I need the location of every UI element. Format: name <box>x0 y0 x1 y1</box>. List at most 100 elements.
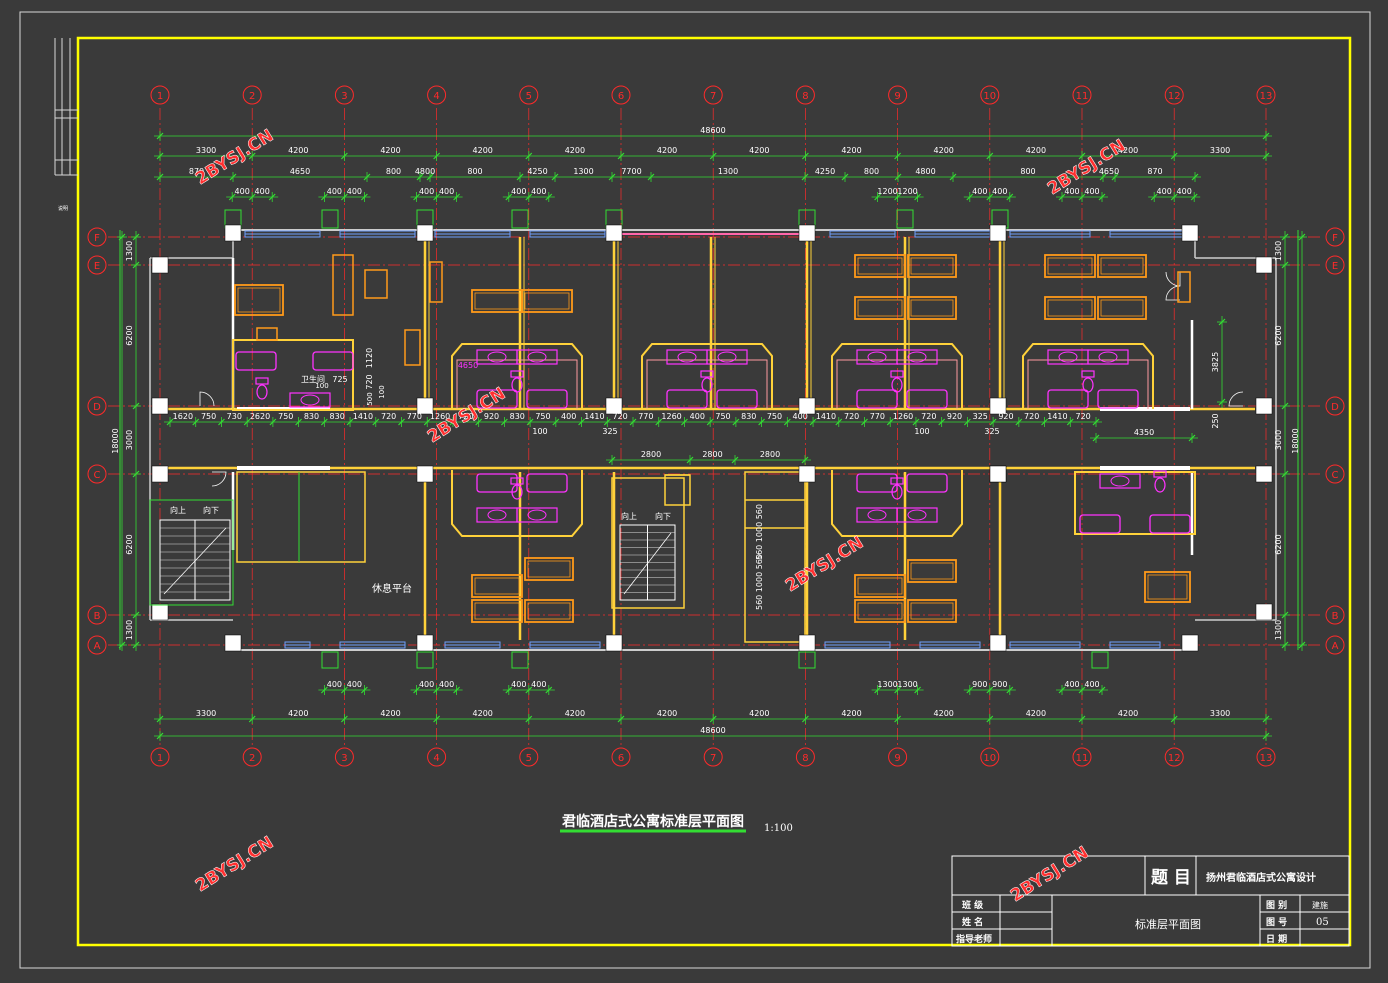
wardrobe <box>332 254 354 316</box>
corridor-dims-label: 1410 <box>1047 412 1067 421</box>
drawing-scale: 1:100 <box>764 823 793 834</box>
toilet <box>256 384 268 400</box>
sink <box>1098 351 1118 363</box>
sink <box>300 394 320 406</box>
axis-bubble <box>1256 85 1276 105</box>
axis-label-col: 5 <box>526 91 532 102</box>
inner-stair-dims-slash <box>801 456 809 464</box>
top-bays-slash <box>617 152 625 160</box>
corridor-dims-slash <box>1015 418 1023 426</box>
top-bays-label: 4200 <box>1026 146 1046 155</box>
top-small-slash <box>1078 193 1086 201</box>
column <box>798 465 816 483</box>
toilet <box>1153 470 1167 478</box>
bottom-bays-label: 4200 <box>473 709 493 718</box>
sink <box>896 349 938 365</box>
label-elevator-dims-b: 560 1000 560 <box>755 504 764 560</box>
bathtub <box>526 473 568 493</box>
bed <box>471 599 523 623</box>
bed <box>910 602 954 620</box>
axis-bubble <box>242 747 262 767</box>
bottom-small-slash <box>874 686 882 694</box>
top-small-label: 400 <box>347 187 362 196</box>
axis-bubble <box>87 605 107 625</box>
top-mid-slash <box>801 173 809 181</box>
axis-label-col: 6 <box>618 753 624 764</box>
top-small-label: 1200 <box>877 187 897 196</box>
top-mid-label: 4800 <box>915 167 935 176</box>
tb-subject-label: 题 目 <box>1151 868 1191 888</box>
top-small-label: 400 <box>439 187 454 196</box>
column <box>798 634 816 652</box>
top-small-label: 400 <box>972 187 987 196</box>
sink <box>867 351 887 363</box>
top-bays-slash <box>248 152 256 160</box>
bed <box>857 257 903 275</box>
inner-stair-dims-slash <box>608 456 616 464</box>
axis-label-row: E <box>94 261 100 272</box>
label-stair-down-1: 向下 <box>203 505 219 515</box>
bathroom-south <box>451 470 583 537</box>
corridor-dims-label: 1260 <box>893 412 913 421</box>
top-bays-slash <box>1262 152 1270 160</box>
inner-v-dims-label: 3825 <box>1211 352 1220 372</box>
corridor-dims-slash <box>603 418 611 426</box>
bathroom-west <box>232 339 354 411</box>
top-small-slash <box>433 193 441 201</box>
bottom-small-label: 400 <box>439 680 454 689</box>
inner-v-dims-slash <box>1218 318 1226 326</box>
top-mid-slash <box>841 173 849 181</box>
bottom-bays-slash <box>156 715 164 723</box>
corridor-dims-label: 750 <box>767 412 782 421</box>
axis-label-col: 8 <box>802 91 808 102</box>
binding-strip <box>54 38 78 176</box>
top-bays-label: 4200 <box>934 146 954 155</box>
stair-west-well <box>149 499 234 606</box>
corridor-dims-slash <box>912 418 920 426</box>
top-mid-slash <box>416 173 424 181</box>
corridor-dims-slash <box>758 418 766 426</box>
top-bays-label: 4200 <box>380 146 400 155</box>
top-total-slash <box>156 132 164 140</box>
right-dims-label: 1300 <box>1274 620 1283 640</box>
corridor-dims-slash <box>320 418 328 426</box>
corridor-dims-label: 920 <box>484 412 499 421</box>
axis-label-col: 1 <box>157 753 163 764</box>
column <box>605 634 623 652</box>
axis-bubble <box>1325 464 1345 484</box>
top-small-slash <box>360 193 368 201</box>
corridor-dims-slash <box>243 418 251 426</box>
bed <box>1144 571 1191 603</box>
corridor-dims-slash <box>269 418 277 426</box>
top-mid-label: 870 <box>189 167 204 176</box>
axis-bubble <box>87 635 107 655</box>
inner-frame <box>76 36 1352 947</box>
outer-frame <box>19 11 1371 969</box>
bed <box>854 574 906 598</box>
axis-label-col: 11 <box>1076 91 1089 102</box>
axis-label-col: 4 <box>433 91 439 102</box>
left-dims-slash <box>132 611 140 619</box>
sink <box>516 349 558 365</box>
corridor-dims-slash <box>861 418 868 426</box>
corridor-dims-label: 750 <box>715 412 730 421</box>
tb-number-label: 图 号 <box>1266 917 1287 928</box>
left-total-label: 18000 <box>111 428 120 453</box>
top-bays-slash <box>894 152 902 160</box>
top-small-slash <box>1098 193 1106 201</box>
label-bathroom: 卫生间 <box>301 374 325 384</box>
top-small-slash <box>505 193 513 201</box>
top-bays-label: 4200 <box>1118 146 1138 155</box>
corridor-sub-label: 325 <box>984 427 999 436</box>
right-dims-slash <box>1281 470 1289 478</box>
bottom-bays-slash <box>986 715 994 723</box>
corridor-dims-slash <box>192 418 200 426</box>
left-dims-label: 1300 <box>125 620 134 640</box>
bottom-small-label: 400 <box>1064 680 1079 689</box>
lounge-box <box>236 471 366 563</box>
axis-label-col: 5 <box>526 753 532 764</box>
top-bays-label: 3300 <box>196 146 216 155</box>
corridor-dims-slash <box>449 418 457 426</box>
corridor-dims-label: 830 <box>741 412 756 421</box>
